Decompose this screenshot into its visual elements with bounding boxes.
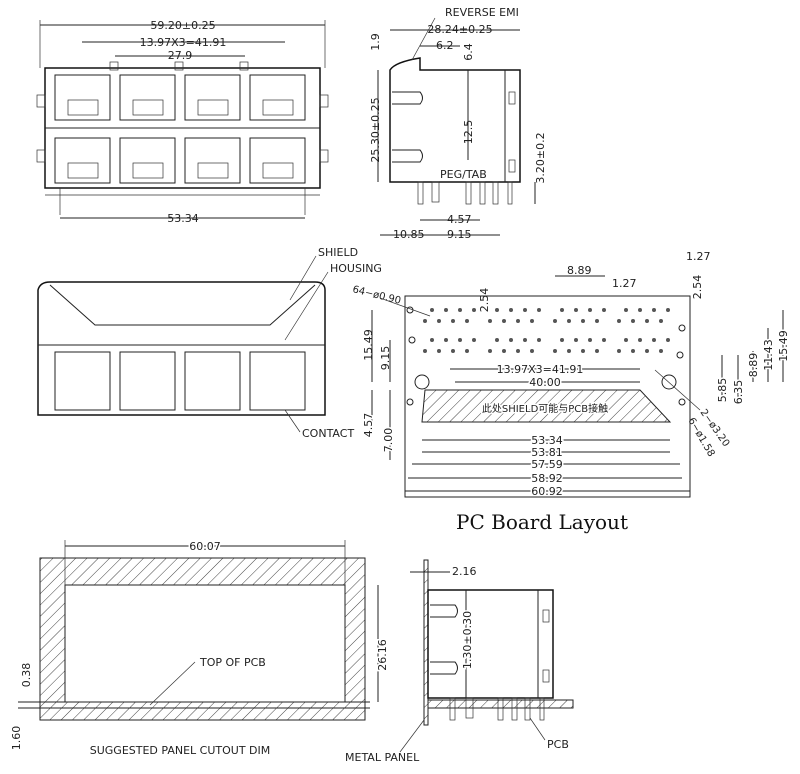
dim-9-15: 9.15 xyxy=(447,228,472,241)
label-peg-tab: PEG/TAB xyxy=(440,168,487,181)
front-ports xyxy=(54,74,306,184)
label-metal-panel: METAL PANEL xyxy=(345,751,420,764)
label-contact: CONTACT xyxy=(302,427,354,440)
side-view: REVERSE EMI 28.24±0.25 6.2 1.9 6.4 25.30… xyxy=(369,6,547,241)
dim-58-92: 58.92 xyxy=(531,472,563,485)
dim-port-pitch: 13.97X3=41.91 xyxy=(140,36,227,49)
pcb-layout: 64−ø0.90 8.89 1.27 1.27 2.54 2.54 15.49 … xyxy=(351,250,791,534)
dim-6-4: 6.4 xyxy=(462,43,475,61)
dim-4-57-pcb: 4.57 xyxy=(362,413,375,438)
cutout-caption: SUGGESTED PANEL CUTOUT DIM xyxy=(90,744,271,757)
front-view: 59.20±0.25 13.97X3=41.91 27.9 53.34 xyxy=(36,19,329,225)
label-shield: SHIELD xyxy=(318,246,358,259)
dim-57-59: 57.59 xyxy=(531,458,563,471)
dim-40: 40.00 xyxy=(529,376,561,389)
dim-cutout-height: 26.16 xyxy=(376,639,389,671)
dim-15-49-right: 15.49 xyxy=(777,330,790,362)
dim-6-2: 6.2 xyxy=(436,39,454,52)
dim-2-54-right: 2.54 xyxy=(691,275,704,300)
dim-6-35: 6.35 xyxy=(732,380,745,405)
dim-1-60: 1.60 xyxy=(10,726,23,751)
pin-hole-grid xyxy=(423,308,670,353)
label-top-of-pcb: TOP OF PCB xyxy=(199,656,266,669)
dim-7-00: 7.00 xyxy=(382,428,395,453)
dim-2-54-left: 2.54 xyxy=(478,288,491,313)
dim-5-85: 5.85 xyxy=(716,378,729,403)
dim-0-38: 0.38 xyxy=(20,663,33,688)
dim-15-49-left: 15.49 xyxy=(362,329,375,361)
label-housing: HOUSING xyxy=(330,262,382,275)
dim-11-43: 11.43 xyxy=(762,339,775,371)
dim-pitch: 13.97X3=41.91 xyxy=(497,363,584,376)
dim-4-57: 4.57 xyxy=(447,213,472,226)
holes-small: 64−ø0.90 xyxy=(351,284,402,307)
dim-2-16: 2.16 xyxy=(452,565,477,578)
dim-height: 25.30±0.25 xyxy=(369,97,382,162)
dim-1-30: 1.30±0.30 xyxy=(461,611,474,669)
pcb-layout-title: PC Board Layout xyxy=(456,510,628,534)
dim-53-34-pcb: 53.34 xyxy=(531,434,563,447)
dim-53-81: 53.81 xyxy=(531,446,563,459)
dim-1-9: 1.9 xyxy=(369,33,382,51)
dim-8-89-right: 8.89 xyxy=(747,353,760,378)
dim-pin-len: 3.20±0.2 xyxy=(534,132,547,183)
dim-pin-span: 53.34 xyxy=(167,212,199,225)
shield-note: 此处SHIELD可能与PCB接触 xyxy=(482,402,608,415)
dim-overall-width: 59.20±0.25 xyxy=(150,19,215,32)
dim-10-85: 10.85 xyxy=(393,228,425,241)
label-reverse-emi: REVERSE EMI xyxy=(445,6,519,19)
dim-depth: 28.24±0.25 xyxy=(427,23,492,36)
rear-view: SHIELD HOUSING CONTACT xyxy=(37,246,382,440)
dim-1-27-b: 1.27 xyxy=(686,250,711,263)
panel-cutout: 60.07 26.16 TOP OF PCB 0.38 1.60 SUGGEST… xyxy=(10,539,391,758)
dim-center: 27.9 xyxy=(168,49,193,62)
dim-60-92: 60.92 xyxy=(531,485,563,498)
dim-1-27-a: 1.27 xyxy=(612,277,637,290)
label-pcb: PCB xyxy=(547,738,569,751)
dim-8-89-top: 8.89 xyxy=(567,264,592,277)
rear-contact-blocks xyxy=(54,351,306,411)
dim-12-5: 12.5 xyxy=(462,120,475,145)
dim-cutout-width: 60.07 xyxy=(189,540,221,553)
panel-side-view: 2.16 1.30±0.30 METAL PANEL PCB xyxy=(345,559,574,764)
dim-9-15-pcb: 9.15 xyxy=(379,346,392,371)
